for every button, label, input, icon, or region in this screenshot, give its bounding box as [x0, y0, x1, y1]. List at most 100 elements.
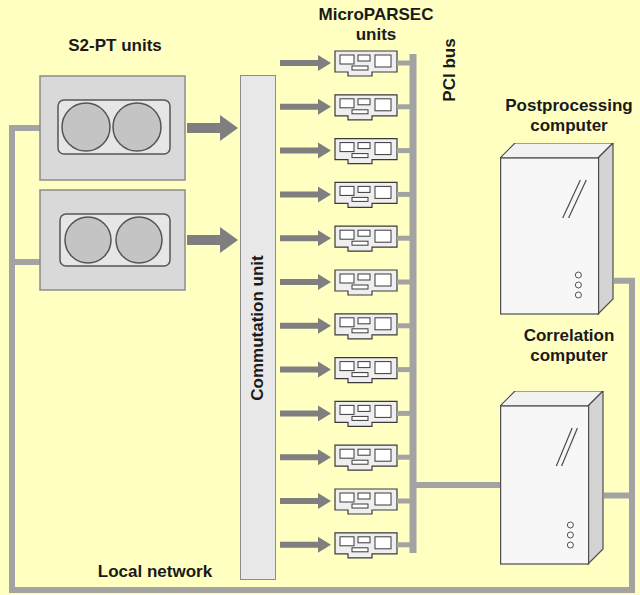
- chip: [375, 99, 391, 111]
- chip: [352, 416, 368, 420]
- pcb-board: [335, 358, 397, 383]
- pcb-board: [335, 95, 397, 120]
- network-line: [12, 259, 40, 265]
- tape-reel: [65, 217, 111, 263]
- card-arrow: [280, 186, 331, 202]
- chip: [375, 405, 391, 417]
- microparsec-card: [280, 51, 413, 76]
- card-arrow: [280, 55, 331, 71]
- tape-deck: [60, 214, 170, 266]
- chip: [358, 186, 370, 192]
- tower-top: [500, 391, 603, 406]
- drive-slot: [569, 180, 587, 218]
- bus-stub: [397, 280, 413, 285]
- card-arrow: [280, 274, 331, 290]
- pci-link: [413, 482, 500, 488]
- chip: [340, 405, 354, 414]
- microparsec-card: [280, 401, 413, 426]
- chip: [340, 55, 354, 64]
- chip: [358, 318, 370, 324]
- chip: [358, 493, 370, 499]
- microparsec-card: [280, 95, 413, 120]
- chip: [352, 329, 368, 333]
- chip: [358, 405, 370, 411]
- chip: [375, 362, 391, 374]
- chip: [352, 548, 368, 552]
- chip: [352, 285, 368, 289]
- microparsec-card: [280, 358, 413, 383]
- microparsec-card: [280, 445, 413, 470]
- pcb-board: [335, 270, 397, 295]
- computer-tower: [500, 391, 604, 565]
- card-arrow: [280, 143, 331, 159]
- chip: [340, 449, 354, 458]
- chip: [352, 197, 368, 201]
- chip: [375, 449, 391, 461]
- bus-stub: [397, 236, 413, 241]
- microparsec-card: [280, 533, 413, 558]
- chip: [340, 186, 354, 195]
- bus-stub: [397, 542, 413, 547]
- chip: [352, 66, 368, 70]
- chip: [375, 318, 391, 330]
- chip: [340, 537, 354, 546]
- chip: [352, 154, 368, 158]
- network-label: Local network: [80, 562, 230, 582]
- tape-reel: [62, 103, 110, 151]
- microparsec-card: [280, 226, 413, 251]
- chip: [340, 99, 354, 108]
- pcb-board: [335, 226, 397, 251]
- unit-group-label: S2-PT units: [28, 36, 202, 56]
- card-arrow: [280, 99, 331, 115]
- chip: [358, 55, 370, 61]
- computer: Postprocessing computer: [500, 96, 638, 315]
- button: [575, 292, 581, 298]
- s2pt-unit: [40, 76, 185, 180]
- card-arrow: [280, 230, 331, 246]
- unit-group-label: MicroPARSEC units: [316, 5, 436, 44]
- chip: [375, 537, 391, 549]
- s2pt-housing: [40, 76, 185, 180]
- commutation-unit: Commutation unit: [240, 75, 276, 580]
- card-arrow: [280, 318, 331, 334]
- s2pt-unit: [40, 190, 185, 290]
- microparsec-card: [280, 489, 413, 514]
- tower-side: [588, 391, 603, 564]
- bus-stub: [397, 104, 413, 109]
- computer-tower: [500, 143, 614, 315]
- tower-side: [598, 143, 613, 314]
- bus-stub: [397, 323, 413, 328]
- bus-stub: [397, 367, 413, 372]
- button: [575, 282, 581, 288]
- bus-label: PCI bus: [440, 38, 460, 101]
- pcb-board: [335, 182, 397, 207]
- chip: [375, 143, 391, 155]
- chip: [340, 318, 354, 327]
- chip: [352, 241, 368, 245]
- chip: [375, 230, 391, 242]
- button: [567, 532, 573, 538]
- card-arrow: [280, 493, 331, 509]
- chip: [352, 373, 368, 377]
- signal-arrow: [187, 115, 238, 141]
- computer-label: Correlation computer: [500, 326, 638, 365]
- button: [575, 272, 581, 278]
- tape-reel: [116, 217, 162, 263]
- card-arrow: [280, 537, 331, 553]
- drive-slot: [562, 428, 578, 466]
- bus-stub: [397, 455, 413, 460]
- chip: [358, 537, 370, 543]
- pcb-board: [335, 51, 397, 76]
- chip: [340, 493, 354, 502]
- tape-reel: [113, 103, 161, 151]
- bus-stub: [397, 61, 413, 66]
- card-arrow: [280, 449, 331, 465]
- pcb-board: [335, 314, 397, 339]
- unit-label: Commutation unit: [248, 255, 268, 400]
- s2pt-housing: [40, 190, 185, 290]
- tape-deck: [58, 100, 170, 154]
- chip: [358, 99, 370, 105]
- button: [567, 522, 573, 528]
- chip: [375, 493, 391, 505]
- card-arrow: [280, 405, 331, 421]
